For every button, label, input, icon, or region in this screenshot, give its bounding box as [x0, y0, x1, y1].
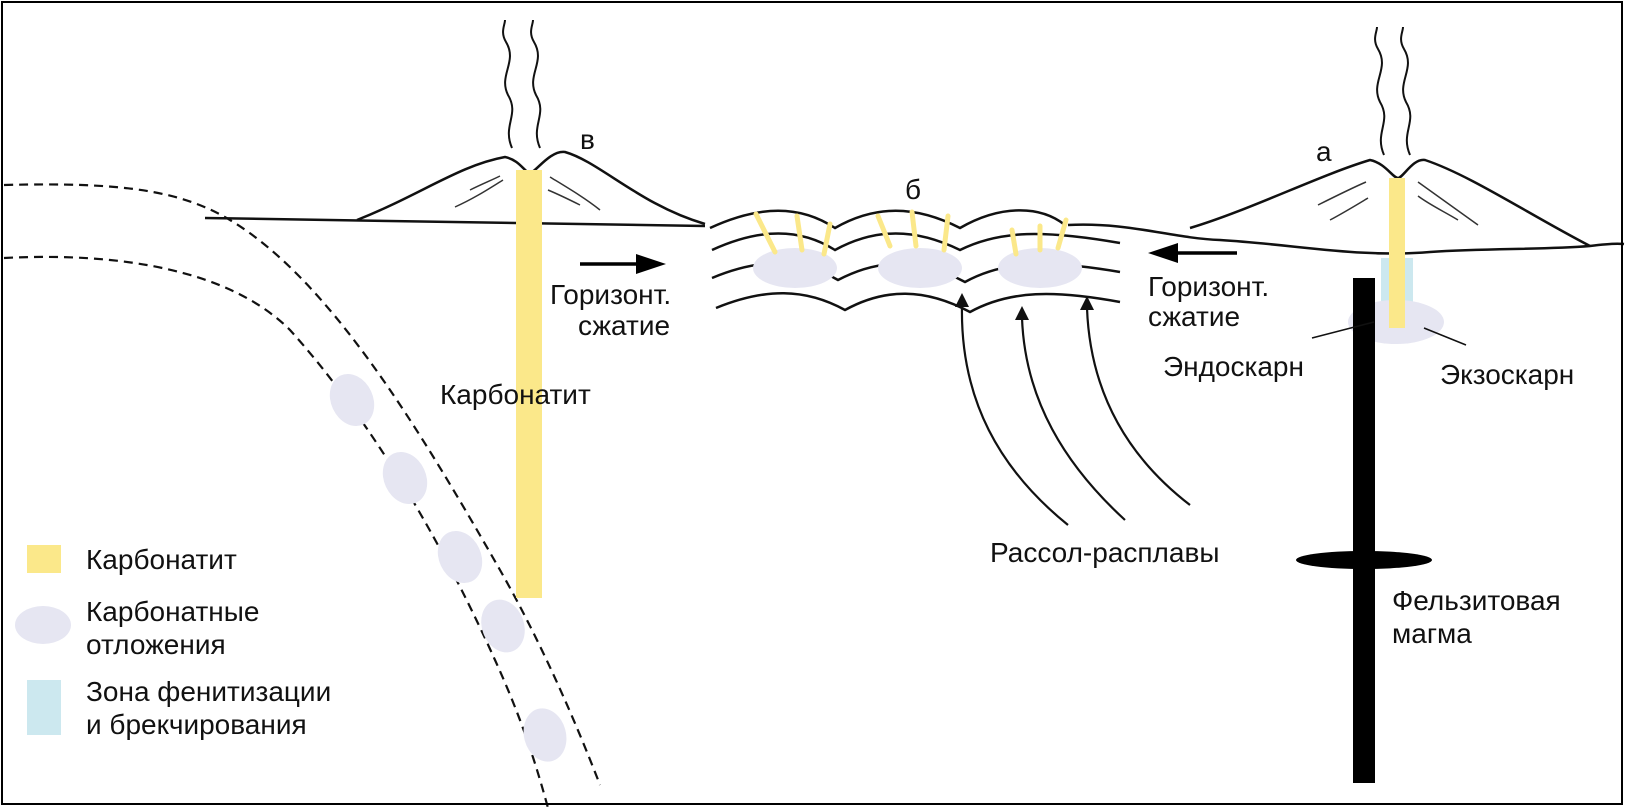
compression-left-label-line1: Горизонт. [550, 279, 672, 310]
fold-layer [711, 232, 1121, 252]
slab-lower-boundary [3, 255, 550, 808]
fold-deposit [878, 248, 962, 288]
carbonatite-vein [941, 213, 951, 253]
compression-arrow-left [580, 254, 666, 274]
endoskarn-label: Эндоскарн [1163, 351, 1304, 382]
gas-plume-v [502, 19, 542, 149]
felsic-magma-label-line2: магма [1392, 618, 1472, 649]
slab-deposit [329, 373, 375, 427]
compression-arrow-right [1148, 243, 1237, 263]
carbonatite-vein [909, 209, 919, 249]
brine-melt-arrows [955, 293, 1191, 526]
folds-b-label: б [905, 174, 922, 205]
slab-deposit [523, 708, 567, 762]
felsic-magma-dike [1353, 278, 1375, 783]
slab-deposit [382, 451, 428, 505]
felsic-magma-label-line1: Фельзитовая [1392, 585, 1561, 616]
exoskarn-leader [1423, 327, 1467, 346]
legend-label-carbonate-deposits-line2: отложения [86, 629, 226, 660]
legend-label-carbonatite: Карбонатит [86, 544, 237, 575]
slab-carbonate-deposits [329, 373, 567, 762]
carbonatite-vein [821, 221, 833, 257]
brine-arrow [960, 304, 1069, 526]
brine-arrowhead [1080, 296, 1094, 310]
endoskarn-leader [1311, 321, 1375, 339]
compression-right-label-line2: сжатие [1148, 301, 1241, 332]
brine-arrow [1020, 317, 1126, 521]
fold-layer [715, 292, 1121, 314]
fold-layer [709, 209, 1066, 230]
compression-left-label-line2: сжатие [578, 310, 671, 341]
carbonatite-vein [875, 213, 893, 249]
carbonatite-vein [753, 211, 778, 255]
legend-swatch-carbonatite [27, 545, 61, 573]
volcano-a-slope-lines [1317, 181, 1479, 226]
folds [709, 209, 1121, 314]
brine-arrow [1085, 307, 1191, 506]
gas-plume-a [1374, 26, 1412, 156]
legend-swatch-carbonate-deposits [15, 606, 71, 644]
exoskarn-label: Экзоскарн [1440, 359, 1575, 390]
volcano-v-slope-lines [454, 175, 601, 211]
brine-arrowhead [1015, 306, 1029, 320]
slab-upper-boundary [3, 183, 602, 786]
fold-deposit [998, 248, 1082, 288]
carbonatite-dike [516, 170, 542, 598]
legend-label-fenitization-line1: Зона фенитизации [86, 676, 332, 707]
carbonatite-dike-label: Карбонатит [440, 379, 591, 410]
brine-melts-label: Рассол-расплавы [990, 537, 1220, 568]
carbonatite-vein [1009, 227, 1019, 257]
felsic-magma-sill [1296, 551, 1432, 569]
carbonatite-vein [794, 213, 805, 253]
volcano-v-label: в [580, 124, 595, 155]
surface-line-right [1067, 223, 1625, 255]
surface-line-left [204, 216, 706, 228]
volcano-a-label: а [1316, 136, 1332, 167]
legend-label-fenitization-line2: и брекчирования [86, 709, 307, 740]
legend-label-carbonate-deposits-line1: Карбонатные [86, 596, 260, 627]
compression-right-label-line1: Горизонт. [1148, 271, 1270, 302]
carbonatite-conduit [1389, 178, 1405, 328]
slab-deposit [481, 599, 525, 653]
fold-deposit [753, 248, 837, 288]
carbonatite-vein [1055, 217, 1069, 251]
brine-arrowhead [955, 293, 969, 307]
legend-swatch-fenitization-zone [27, 680, 61, 735]
slab-deposit [437, 530, 483, 584]
